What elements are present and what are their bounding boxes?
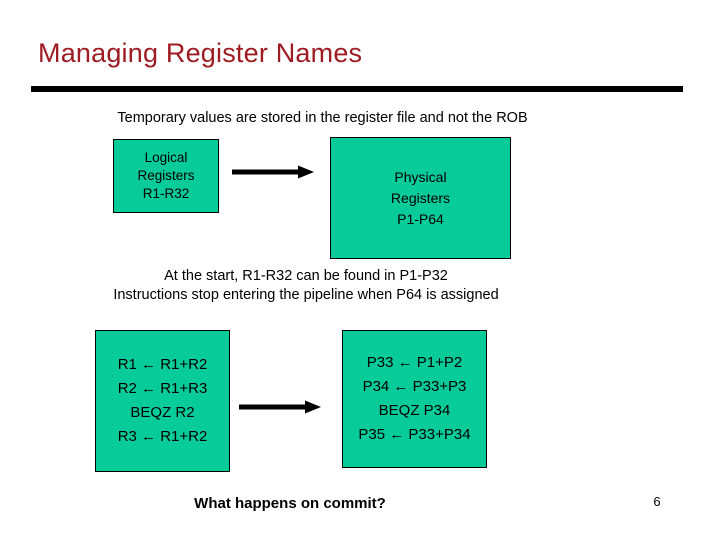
- logical-code-line-2: R2 ← R1+R3: [117, 380, 208, 397]
- caption-mapping-notes: At the start, R1-R32 can be found in P1-…: [0, 267, 612, 305]
- page-title: Managing Register Names: [38, 38, 363, 68]
- caption-mapping-line-2: Instructions stop entering the pipeline …: [113, 287, 499, 303]
- title-divider: [31, 86, 683, 92]
- right-arrow-icon: [232, 165, 314, 179]
- physical-code-line-1: P33 ← P1+P2: [366, 354, 463, 371]
- page-number: 6: [653, 494, 661, 509]
- physical-registers-line-2: Registers: [390, 189, 451, 206]
- physical-code-line-3: BEQZ P34: [378, 402, 451, 419]
- logical-code-line-3: BEQZ R2: [130, 404, 195, 421]
- physical-code-box: P33 ← P1+P2 P34 ← P33+P3 BEQZ P34 P35 ← …: [342, 330, 487, 468]
- physical-registers-line-3: P1-P64: [397, 210, 444, 227]
- logical-code-line-1: R1 ← R1+R2: [117, 356, 208, 373]
- logical-code-line-4: R3 ← R1+R2: [117, 428, 208, 445]
- physical-registers-line-1: Physical: [394, 168, 447, 185]
- logical-registers-line-3: R1-R32: [142, 186, 190, 201]
- physical-code-line-2: P34 ← P33+P3: [362, 378, 467, 395]
- caption-temporary-values: Temporary values are stored in the regis…: [117, 110, 528, 126]
- caption-mapping-line-1: At the start, R1-R32 can be found in P1-…: [164, 268, 448, 284]
- caption-commit-question: What happens on commit?: [194, 495, 386, 512]
- logical-registers-line-1: Logical: [144, 150, 188, 165]
- physical-registers-box: Physical Registers P1-P64: [330, 137, 511, 259]
- logical-registers-line-2: Registers: [137, 168, 195, 183]
- logical-code-box: R1 ← R1+R2 R2 ← R1+R3 BEQZ R2 R3 ← R1+R2: [95, 330, 230, 472]
- right-arrow-icon: [239, 400, 321, 414]
- physical-code-line-4: P35 ← P33+P34: [358, 426, 471, 443]
- logical-registers-box: Logical Registers R1-R32: [113, 139, 219, 213]
